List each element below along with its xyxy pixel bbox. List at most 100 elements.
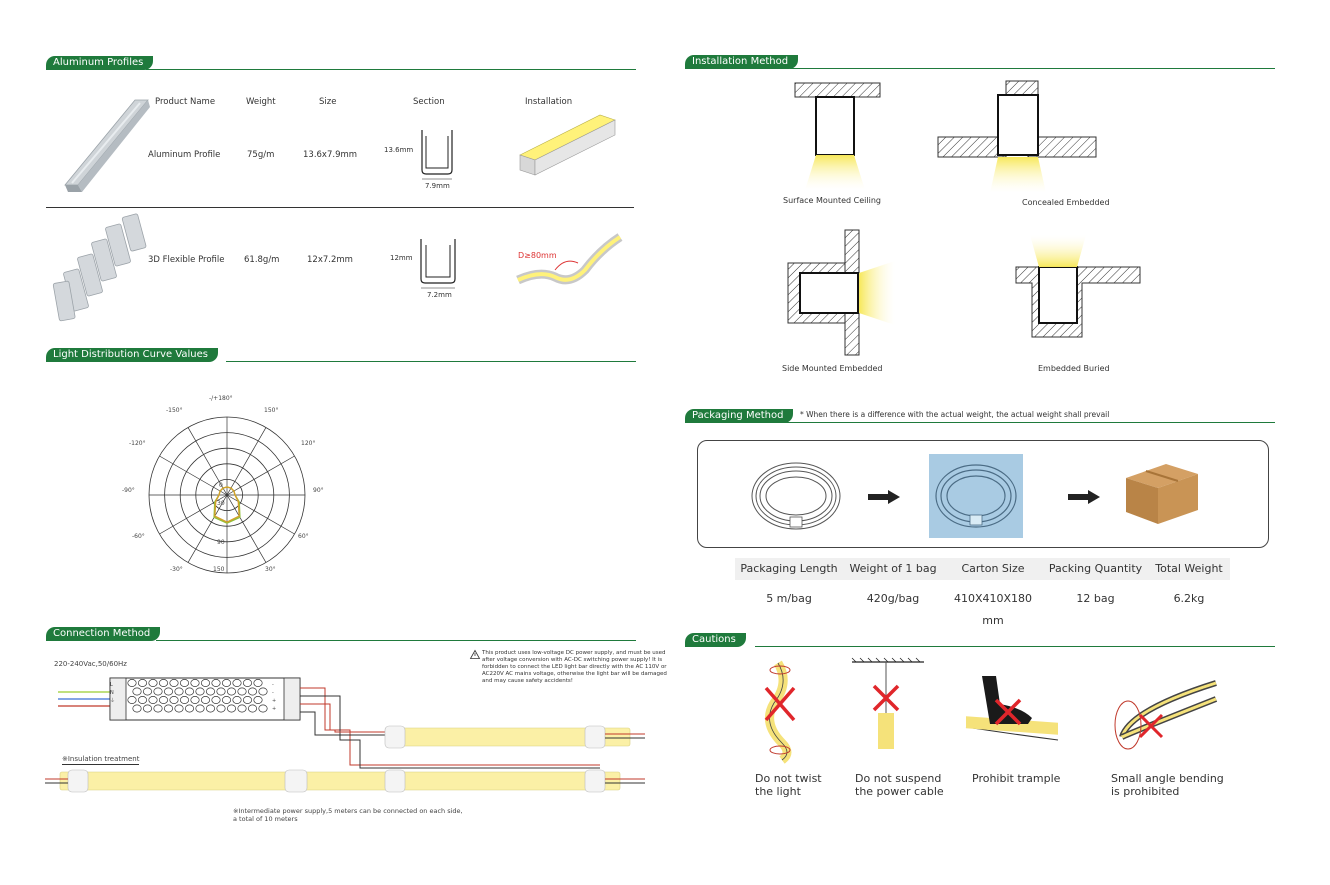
row1-width-dim: 7.9mm	[425, 182, 450, 190]
vent-hole	[211, 696, 221, 704]
section-cautions: Cautions	[685, 633, 1275, 647]
arrow-icon	[868, 490, 900, 504]
header-size: Size	[319, 97, 337, 107]
section-title: Light Distribution Curve Values	[46, 348, 219, 362]
section-title: Connection Method	[46, 627, 161, 641]
caution-twist-image	[764, 660, 796, 764]
pk-header-quantity: Packing Quantity	[1043, 558, 1148, 580]
polar-label-m30: -30°	[170, 566, 183, 573]
vent-hole	[242, 679, 253, 687]
vent-hole	[174, 704, 184, 713]
polar-ring-label-30: 30	[217, 500, 225, 507]
section-title: Cautions	[685, 633, 746, 647]
psu-terminals-right: - - + +	[272, 681, 286, 713]
vent-hole	[232, 696, 242, 704]
caution-suspend-image	[851, 657, 924, 749]
header-section: Section	[413, 97, 445, 107]
vent-hole	[179, 696, 190, 704]
vent-hole	[232, 679, 242, 687]
connection-diagram	[45, 677, 645, 793]
header-installation: Installation	[525, 97, 573, 107]
vent-hole	[148, 696, 158, 704]
installation-flexible-image	[516, 233, 623, 285]
installation-diagrams	[787, 80, 1141, 356]
vent-hole	[174, 687, 184, 696]
section-rule	[146, 69, 636, 70]
vent-hole	[247, 704, 258, 713]
vent-hole	[142, 687, 153, 696]
row1-name: Aluminum Profile	[148, 150, 221, 160]
arrow-icon	[1068, 490, 1100, 504]
connection-footnote-1: ※Intermediate power supply,5 meters can …	[233, 807, 463, 815]
vent-hole	[127, 679, 137, 687]
vent-hole	[242, 696, 253, 704]
vent-hole	[226, 687, 237, 696]
vent-hole	[184, 687, 195, 696]
terminal-neg-2: -	[272, 690, 274, 696]
pk-header-total: Total Weight	[1148, 558, 1230, 580]
bagged-coil-image	[929, 454, 1023, 538]
vent-hole	[158, 679, 169, 687]
vent-hole	[216, 704, 226, 713]
pk-header-carton: Carton Size	[943, 558, 1043, 580]
install-side-label: Side Mounted Embedded	[782, 364, 883, 373]
vent-hole	[127, 696, 137, 704]
vent-hole	[148, 679, 158, 687]
vent-hole	[163, 687, 174, 696]
terminal-ground: ⏚	[110, 698, 116, 704]
vent-hole	[163, 704, 174, 713]
caution-bend-line1: Small angle bending	[1111, 772, 1224, 785]
pk-header-length: Packaging Length	[735, 558, 843, 580]
psu-terminals-left: L N ⏚	[110, 681, 124, 705]
header-product-name: Product Name	[155, 97, 216, 107]
bagged-coil-drawing	[935, 464, 1017, 528]
vent-hole	[221, 679, 232, 687]
vent-hole	[247, 687, 258, 696]
polar-series-1	[214, 486, 240, 523]
row1-weight: 75g/m	[247, 150, 275, 160]
voltage-label: 220-240Vac,50/60Hz	[54, 660, 127, 668]
section-drawing-aluminum	[421, 130, 453, 180]
row2-weight: 61.8g/m	[244, 255, 280, 265]
pk-header-weight: Weight of 1 bag	[843, 558, 943, 580]
carton-box-image	[1126, 464, 1198, 524]
caution-trample-image	[965, 676, 1059, 741]
packaging-box	[697, 440, 1269, 548]
pk-value-weight: 420g/bag	[866, 592, 920, 605]
polar-spoke-300	[159, 455, 228, 496]
polar-spoke-330	[187, 427, 228, 496]
terminal-pos-1: +	[272, 698, 277, 704]
vent-hole	[153, 687, 163, 696]
row1-height-dim: 13.6mm	[384, 146, 414, 154]
section-rule	[790, 68, 1275, 69]
vent-hole	[258, 687, 268, 696]
polar-label-90: 90°	[313, 487, 324, 494]
pk-value-carton: 410X410X180 mm	[953, 592, 1033, 627]
polar-ring-label-150: 150	[213, 566, 225, 573]
section-title: Installation Method	[685, 55, 799, 69]
caution-suspend-line1: Do not suspend	[855, 772, 942, 785]
bend-radius-label: D≥80mm	[518, 251, 557, 260]
vent-hole	[158, 696, 169, 704]
vent-hole	[253, 679, 263, 687]
install-surface-label: Surface Mounted Ceiling	[783, 196, 881, 205]
caution-trample-text: Prohibit trample	[972, 772, 1061, 785]
section-packaging-method: Packaging Method	[685, 409, 1275, 423]
vent-hole	[226, 704, 237, 713]
polar-ring-label-90: 90	[217, 539, 225, 546]
caution-twist-line2: the light	[755, 785, 801, 798]
pk-value-total: 6.2kg	[1173, 592, 1205, 605]
install-buried-label: Embedded Buried	[1038, 364, 1110, 373]
caution-suspend-text: Do not suspend the power cable	[855, 772, 944, 798]
flexible-profile-image	[52, 213, 147, 322]
vent-hole	[253, 696, 263, 704]
packaging-header-row: Packaging Length Weight of 1 bag Carton …	[735, 558, 1230, 580]
vent-hole	[169, 696, 179, 704]
section-drawing-flexible	[420, 239, 456, 289]
caution-twist-text: Do not twist the light	[755, 772, 822, 798]
polar-ring-label-0: 0	[219, 482, 223, 489]
section-installation-method: Installation Method	[685, 55, 1275, 69]
vent-hole	[200, 679, 211, 687]
vent-hole	[237, 704, 247, 713]
terminal-neg-1: -	[272, 682, 274, 688]
